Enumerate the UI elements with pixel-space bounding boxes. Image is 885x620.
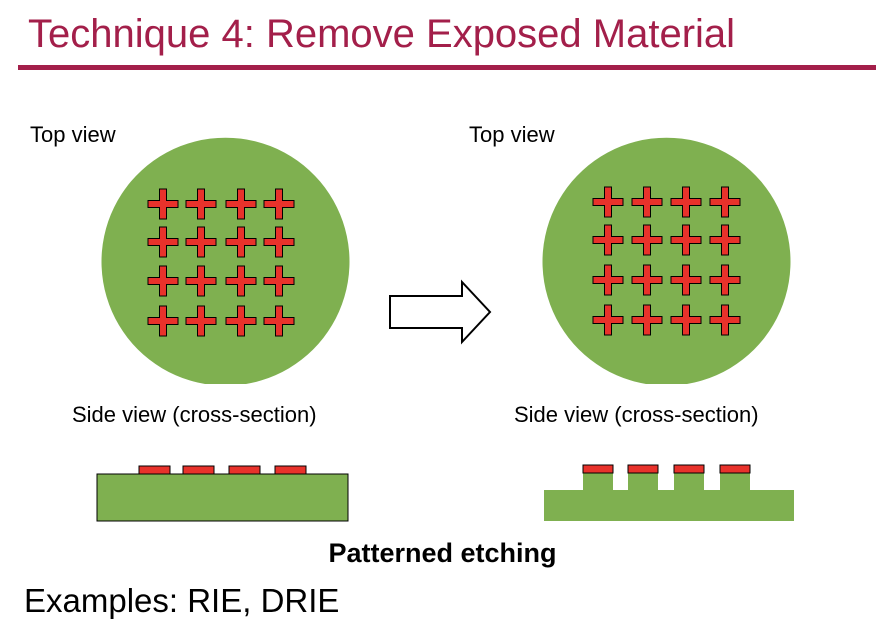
cross-feature: [709, 304, 741, 336]
cross-feature: [185, 226, 217, 258]
right-mask-pad: [627, 464, 659, 474]
cross-feature: [225, 305, 257, 337]
title-underline: [18, 65, 876, 70]
cross-feature: [225, 265, 257, 297]
left-cross-pattern: [147, 188, 295, 337]
cross-feature: [263, 265, 295, 297]
cross-feature: [185, 305, 217, 337]
left-mask-pad: [138, 465, 171, 475]
cross-feature: [185, 188, 217, 220]
left-cross-section: [96, 465, 349, 522]
right-mask-pad: [719, 464, 751, 474]
cross-feature: [631, 186, 663, 218]
left-mask-pad: [274, 465, 307, 475]
right-top-view-label: Top view: [469, 122, 555, 147]
left-mask-pad: [182, 465, 215, 475]
diagram-caption: Patterned etching: [328, 538, 557, 568]
left-mask-pad: [228, 465, 261, 475]
right-side-view-label: Side view (cross-section): [514, 402, 759, 427]
cross-feature: [185, 265, 217, 297]
cross-feature: [263, 226, 295, 258]
cross-feature: [147, 305, 179, 337]
cross-feature: [147, 226, 179, 258]
left-substrate: [96, 473, 349, 522]
cross-feature: [147, 265, 179, 297]
left-side-view-label: Side view (cross-section): [72, 402, 317, 427]
right-mask-pad: [582, 464, 614, 474]
cross-feature: [631, 224, 663, 256]
cross-feature: [263, 305, 295, 337]
cross-feature: [592, 264, 624, 296]
cross-feature: [709, 224, 741, 256]
right-mask-pad: [673, 464, 705, 474]
slide-title: Technique 4: Remove Exposed Material: [28, 12, 736, 56]
cross-feature: [225, 188, 257, 220]
right-etched-substrate: [544, 472, 794, 521]
examples-text: Examples: RIE, DRIE: [24, 582, 340, 619]
left-wafer: [101, 137, 350, 384]
cross-feature: [709, 264, 741, 296]
cross-feature: [147, 188, 179, 220]
cross-feature: [631, 264, 663, 296]
left-top-view-label: Top view: [30, 122, 116, 147]
cross-feature: [670, 304, 702, 336]
cross-feature: [592, 186, 624, 218]
cross-feature: [263, 188, 295, 220]
cross-feature: [670, 224, 702, 256]
right-wafer: [542, 137, 791, 384]
right-cross-section: [544, 464, 794, 521]
cross-feature: [709, 186, 741, 218]
cross-feature: [670, 186, 702, 218]
left-wafer-disk: [101, 137, 350, 384]
right-cross-pattern: [592, 186, 741, 336]
cross-feature: [592, 304, 624, 336]
right-wafer-disk: [542, 137, 791, 384]
cross-feature: [592, 224, 624, 256]
right-arrow-icon: [389, 279, 492, 345]
cross-feature: [631, 304, 663, 336]
cross-feature: [670, 264, 702, 296]
cross-feature: [225, 226, 257, 258]
